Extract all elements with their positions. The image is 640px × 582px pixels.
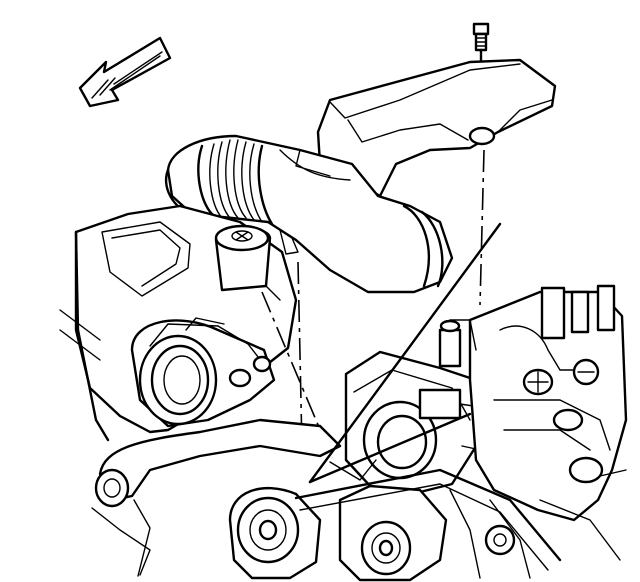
- oil-fill-cap: [214, 224, 299, 292]
- mass-airflow-sensor: [130, 317, 276, 428]
- front-direction-arrow: [78, 36, 172, 108]
- frame-tube: [91, 418, 342, 577]
- alignment-line-left: [297, 261, 303, 449]
- intake-manifold: [438, 284, 628, 522]
- alignment-line-mid: [261, 291, 333, 459]
- accessory-pulleys: [228, 459, 621, 582]
- throttle-body: [308, 222, 511, 496]
